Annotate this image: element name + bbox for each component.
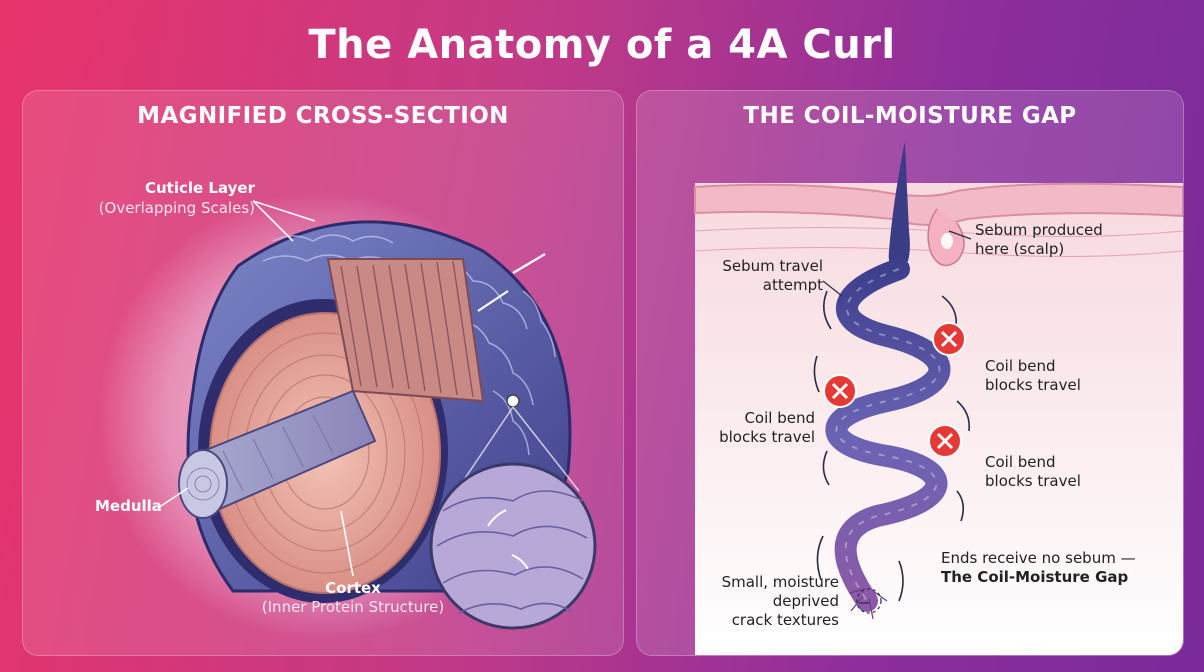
- cortex-label: Cortex: [283, 579, 423, 598]
- ends-label: Ends receive no sebum — The Coil-Moistur…: [941, 549, 1136, 587]
- block-marker-2: [824, 375, 856, 407]
- cortex-sublabel: (Inner Protein Structure): [233, 598, 473, 617]
- cuticle-sublabel: (Overlapping Scales): [83, 199, 255, 218]
- hair-cross-section-illustration: [23, 91, 623, 655]
- page-title: The Anatomy of a 4A Curl: [0, 22, 1204, 68]
- cuticle-label: Cuticle Layer: [133, 179, 255, 198]
- coil-moisture-panel: THE COIL-MOISTURE GAP: [636, 90, 1184, 656]
- medulla-label: Medulla: [95, 497, 162, 516]
- medulla-end: [179, 450, 227, 518]
- cross-section-panel: MAGNIFIED CROSS-SECTION: [22, 90, 624, 656]
- block-marker-1: [933, 323, 965, 355]
- magnifier-origin: [507, 395, 519, 407]
- sebum-droplet: [941, 233, 953, 249]
- block-marker-3: [929, 425, 961, 457]
